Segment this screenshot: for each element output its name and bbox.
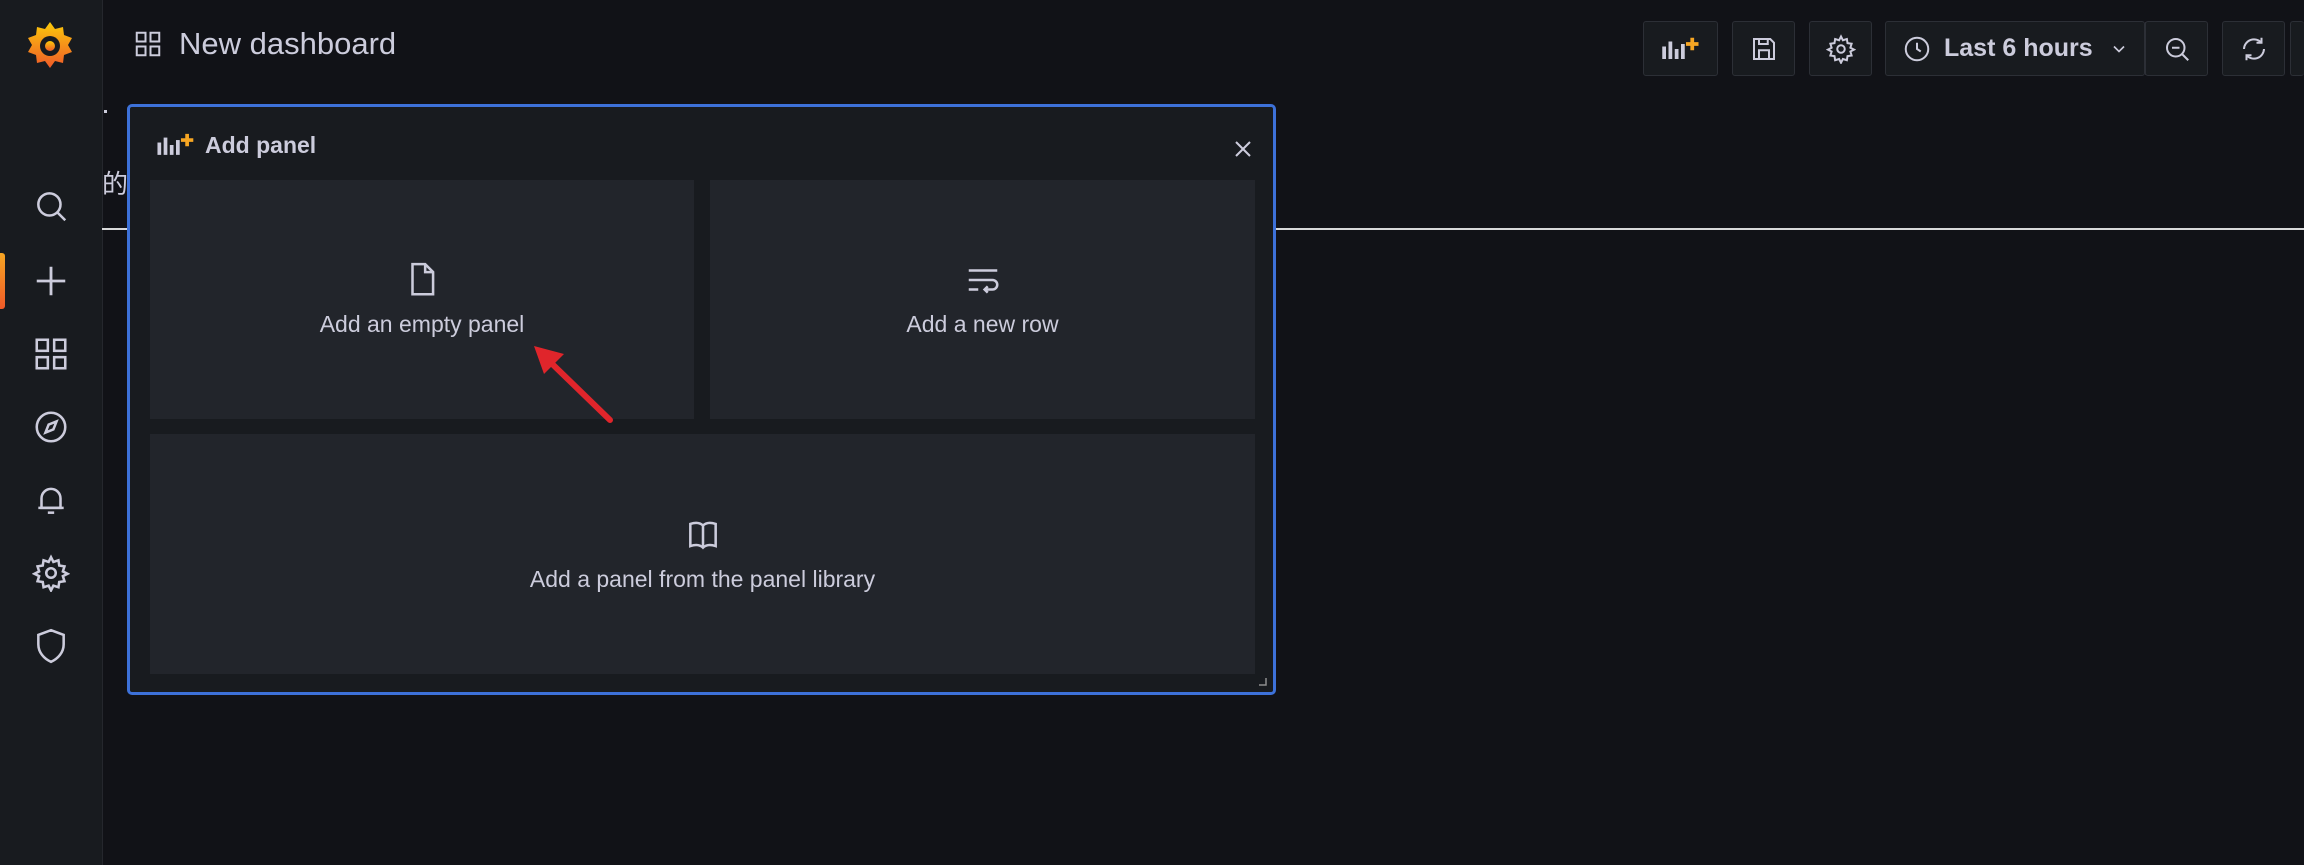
search-icon [37,192,67,222]
add-library-panel-button[interactable]: Add a panel from the panel library [150,434,1255,674]
sidebar-item-server-admin[interactable] [0,610,102,682]
add-panel-icon [157,133,194,155]
book-icon [688,521,717,549]
plus-icon [36,266,66,296]
save-icon [1752,37,1775,60]
sidebar-item-create[interactable] [0,245,102,317]
add-panel-button[interactable] [1643,21,1718,76]
row-icon [968,269,998,294]
sidebar-item-search[interactable] [0,170,102,242]
add-library-panel-label: Add a panel from the panel library [529,565,876,592]
dashboard-settings-button[interactable] [1809,21,1872,76]
compass-icon [35,411,67,443]
add-panel-header[interactable]: Add panel [155,129,316,161]
grafana-logo-icon[interactable] [22,18,78,74]
close-button[interactable] [1229,135,1257,163]
file-icon [411,262,435,296]
background-mark [104,110,107,113]
background-text-fragment: 的 [102,169,129,199]
chevron-down-icon [2113,45,2125,53]
add-empty-panel-button[interactable]: Add an empty panel [150,180,694,419]
refresh-interval-picker[interactable] [2290,21,2304,76]
resize-handle-icon[interactable] [1257,676,1267,686]
time-range-label: Last 6 hours [1944,34,2093,62]
side-menu [0,0,103,865]
refresh-icon [2242,37,2265,60]
sidebar-item-dashboards[interactable] [0,318,102,390]
dashboards-icon [135,31,161,57]
sidebar-item-configuration[interactable] [0,537,102,609]
add-panel-title: Add panel [205,131,317,158]
save-dashboard-button[interactable] [1732,21,1795,76]
gear-icon [32,554,70,592]
bell-icon [38,487,64,514]
clock-icon [1904,36,1930,61]
zoom-out-icon [2165,37,2189,61]
zoom-out-button[interactable] [2145,21,2208,76]
close-icon [1235,141,1251,157]
sidebar-item-alerting[interactable] [0,464,102,536]
add-new-row-label: Add a new row [906,311,1059,337]
add-panel-icon [1661,37,1698,59]
add-panel-widget: Add panel Add an empty panel Add a new r… [127,104,1276,695]
gear-icon [1825,33,1856,64]
page-title[interactable]: New dashboard [179,26,397,61]
time-range-picker[interactable]: Last 6 hours [1885,21,2146,76]
sidebar-item-explore[interactable] [0,391,102,463]
add-new-row-button[interactable]: Add a new row [710,180,1255,419]
dashboard-title-area: New dashboard [133,26,396,62]
add-empty-panel-label: Add an empty panel [319,311,525,337]
dashboards-icon [35,338,67,370]
refresh-button[interactable] [2222,21,2285,76]
annotation-arrow-icon [534,346,613,423]
shield-icon [37,628,65,664]
